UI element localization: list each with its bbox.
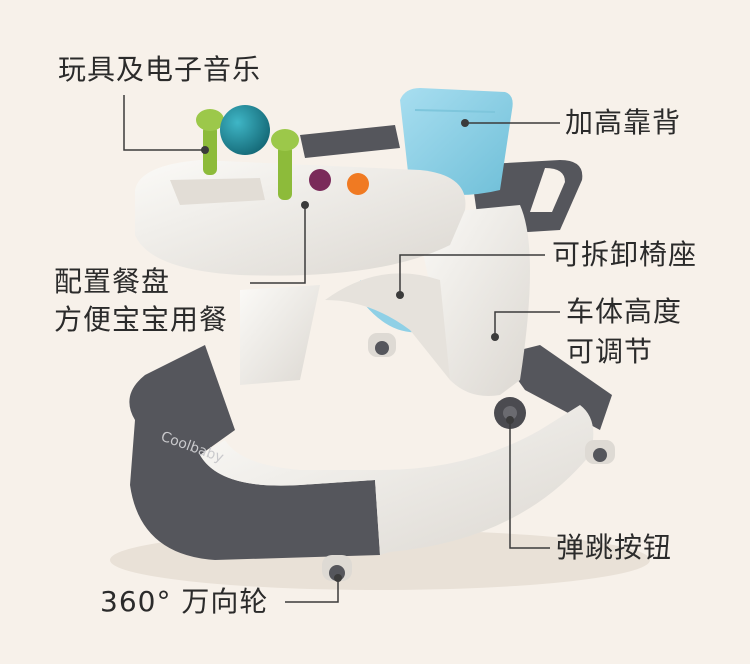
label-high-backrest: 加高靠背	[565, 106, 682, 139]
callout-dots	[201, 119, 514, 582]
seat-arch	[325, 273, 450, 380]
label-height-line2: 可调节	[566, 335, 654, 368]
label-tray-line1: 配置餐盘	[54, 265, 171, 298]
rear-frame-bar	[300, 125, 400, 158]
wheel-left	[368, 333, 396, 357]
toy-knob-right	[271, 129, 299, 151]
front-leg	[240, 285, 320, 385]
base-frame-dark	[129, 345, 380, 560]
toy-post-right	[278, 145, 292, 200]
toy-ball-purple	[309, 169, 331, 191]
callout-line-tray	[250, 205, 306, 284]
food-tray	[135, 160, 466, 276]
seat-seam	[414, 109, 496, 113]
callout-line-bounce	[509, 420, 550, 549]
toy-ball-teal	[220, 105, 270, 155]
wheel-right	[585, 440, 615, 464]
callout-lines	[123, 95, 560, 603]
callout-line-toys	[123, 95, 205, 151]
label-height-line1: 车体高度	[566, 295, 683, 328]
callout-line-seat	[399, 254, 545, 295]
tray-recess	[170, 178, 265, 205]
label-wheel: 360° 万向轮	[100, 585, 269, 618]
seat-backrest	[400, 88, 513, 195]
toy-ball-orange	[347, 173, 369, 195]
toy-post-left	[203, 125, 217, 175]
handle-hole	[530, 168, 565, 212]
callout-line-wheel	[285, 578, 339, 603]
label-toys-music: 玩具及电子音乐	[58, 53, 262, 86]
bounce-button-center	[503, 406, 517, 420]
label-bounce-button: 弹跳按钮	[556, 531, 673, 564]
callout-line-height	[494, 311, 560, 337]
toy-knob-left	[196, 109, 224, 131]
label-tray-line2: 方便宝宝用餐	[54, 303, 229, 336]
label-removable-seat: 可拆卸椅座	[552, 238, 698, 271]
base-frame-white	[200, 405, 594, 555]
